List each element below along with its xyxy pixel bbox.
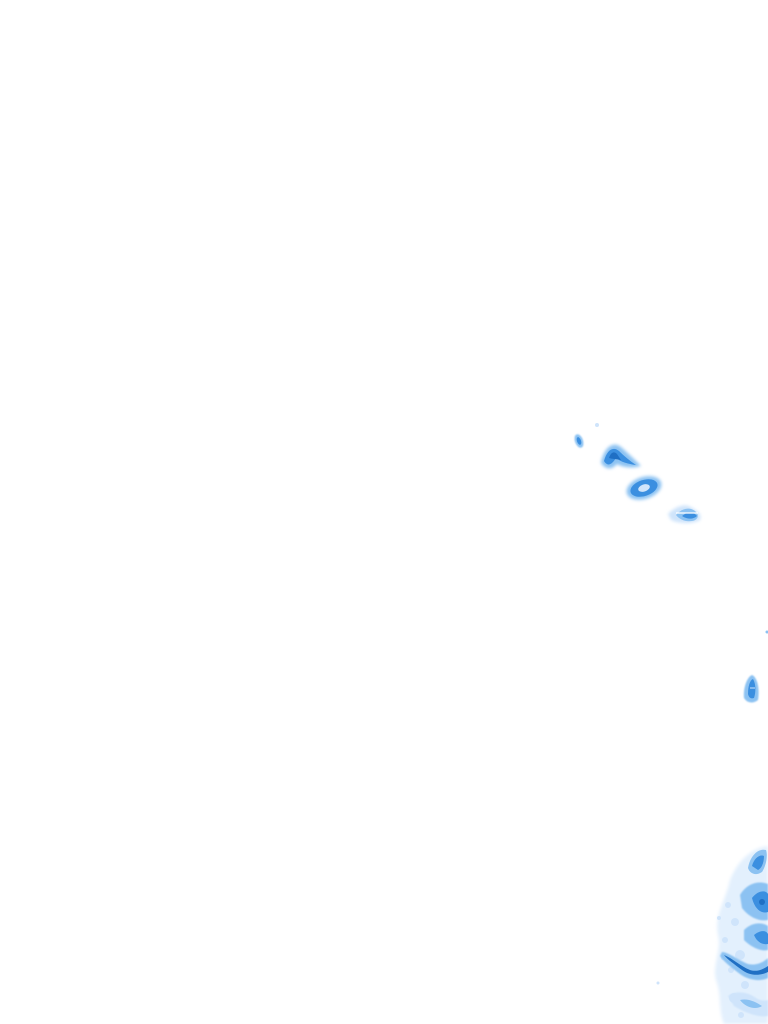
echo-cell	[601, 444, 641, 469]
echo-cell	[626, 476, 662, 500]
echo-cell	[668, 505, 701, 523]
echo-cell	[728, 992, 768, 1017]
echo-cell	[720, 952, 768, 981]
echo-cluster-northwest	[574, 423, 701, 523]
echo-cell	[748, 849, 767, 875]
echo-cell	[740, 882, 768, 921]
echo-cluster-southeast	[656, 846, 768, 1024]
echo-cell	[765, 630, 768, 634]
echo-cell	[574, 434, 584, 448]
echo-cell	[743, 675, 759, 703]
echo-cell	[595, 423, 599, 427]
echo-cluster-east	[743, 630, 768, 703]
echo-cell	[744, 923, 768, 951]
